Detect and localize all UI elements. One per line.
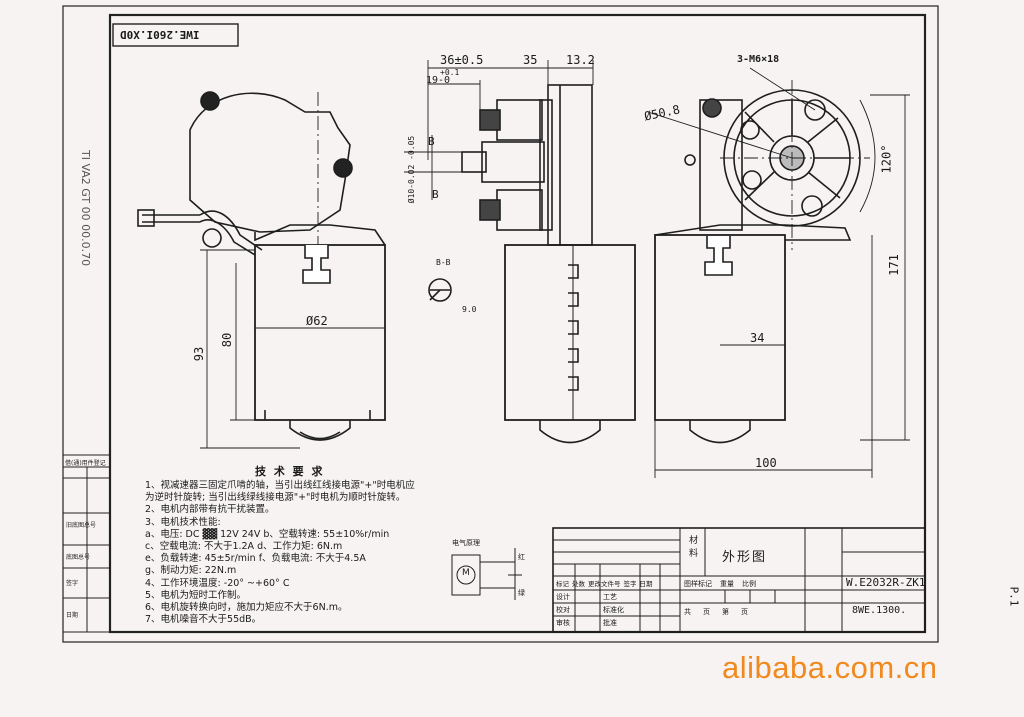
scale-label: 8WE.1300. [852,605,907,616]
requirement-line: 6、电机旋转换向时，施加力矩应不大于6N.m。 [145,602,348,614]
middle-view-dimensions [404,60,594,200]
material-label: 材料 [687,535,697,561]
dim-171: 171 [886,254,901,276]
page-number: P.1 [1007,586,1021,607]
rev-sign: 签字 [623,580,637,588]
requirement-line: 5、电机为短时工作制。 [145,589,247,601]
electrical-schematic [451,548,522,600]
col-weight: 重量 [720,580,734,588]
requirement-line: 2、电机内部带有抗干扰装置。 [145,504,275,516]
section-b-bottom: B [432,188,439,201]
rev-file: 更改文件号 [588,580,621,588]
requirements-list: 1、视减速器三固定爪啃的轴，当引出线红线接电源"+"时电机应 为逆时针旋转; 当… [145,480,415,626]
dim-36: 36±0.5 [440,53,484,67]
role-process: 工艺 [603,593,617,601]
requirement-line: 7、电机噪音不大于55dB。 [145,614,262,626]
requirement-line: 为逆时针旋转; 当引出线绿线接电源"+"时电机为顺时针旋转。 [145,492,406,504]
schematic-label: 电气原理 [452,539,480,547]
right-view [654,80,870,444]
rev-mark: 标记 [556,580,569,588]
col-scale: 比例 [742,580,756,588]
stamp-box [112,23,239,47]
strip-label-1: 借(通)用件登记 [65,460,106,467]
rev-date: 日期 [639,580,653,588]
role-review: 审核 [556,619,570,627]
drawing-name: 外形图 [722,550,768,565]
middle-view [428,84,636,444]
role-approve: 批准 [603,619,617,627]
requirements-title: 技 术 要 求 [255,465,325,478]
requirement-line: c、空载电流: 不大于1.2A d、工作力矩: 6N.m [145,541,343,553]
dim-80: 80 [220,332,235,348]
schematic-mark-red: 红 [518,553,525,561]
dim-19-tol: +0.1 [440,68,460,77]
section-b-top: B [428,135,435,148]
right-view-dimensions [647,67,910,478]
strip-label-3: 底图总号 [66,554,91,561]
section-bb-label: B-B [436,258,451,267]
page-count: 共 页 第 页 [684,607,748,617]
left-strip-table [62,454,111,633]
watermark: alibaba.com.cn [722,650,938,685]
title-block-grid [552,527,926,633]
col-no: 第 [722,608,729,616]
strip-label-5: 日期 [66,612,79,619]
dim-93: 93 [192,346,207,362]
section-flat-dim: 9.0 [462,305,477,314]
dim-34: 34 [750,331,765,345]
schematic-motor: M [462,568,470,578]
col-page2: 页 [741,608,748,616]
requirement-line: 1、视减速器三固定爪啃的轴，当引出线红线接电源"+"时电机应 [145,480,415,491]
dim-35: 35 [523,53,538,67]
requirement-line: e、负载转速: 45±5r/min f、负载电流: 不大于4.5A [145,553,366,565]
scale-header: 图样标记 重量 比例 [684,579,756,589]
col-page: 页 [703,608,710,616]
drawing-number: W.E2032R-ZK1 [846,576,926,589]
requirement-line: a、电压: DC ▓▓ 12V 24V b、空载转速: 55±10%r/min [145,528,390,540]
dim-13: 13.2 [566,53,595,67]
left-view [137,91,386,441]
drawing-frame [62,5,939,643]
requirement-line: 3、电机技术性能: [145,516,221,528]
strip-label-4: 签字 [66,580,79,587]
requirement-line: g、制动力矩: 22N.m [145,565,237,577]
side-handwriting: TI VA2 GT 00 00.0.70 [79,150,92,267]
dim-120: 120° [879,144,894,174]
dim-100: 100 [755,456,777,470]
requirement-line: 4、工作环境温度: -20° ~+60° C [145,577,290,589]
col-total: 共 [684,608,691,616]
drawing-stamp: IWE.260I.X0D [120,28,200,41]
dim-19: 19-0 [426,75,451,86]
left-view-dimensions [200,249,385,449]
strip-label-2: 旧底图总号 [66,522,97,529]
schematic-mark-green: 绿 [518,589,525,597]
dim-62: Ø62 [306,314,328,328]
rev-count: 处数 [572,580,585,588]
col-sample: 图样标记 [684,580,712,588]
dim-10: Ø10-0.02 -0.05 [407,135,417,204]
revision-header: 标记 处数 更改文件号 签字 日期 [556,578,653,588]
role-standard: 标准化 [603,606,624,614]
dim-thread: 3-M6×18 [737,54,780,65]
role-design: 设计 [556,593,570,601]
role-check: 校对 [556,606,570,614]
